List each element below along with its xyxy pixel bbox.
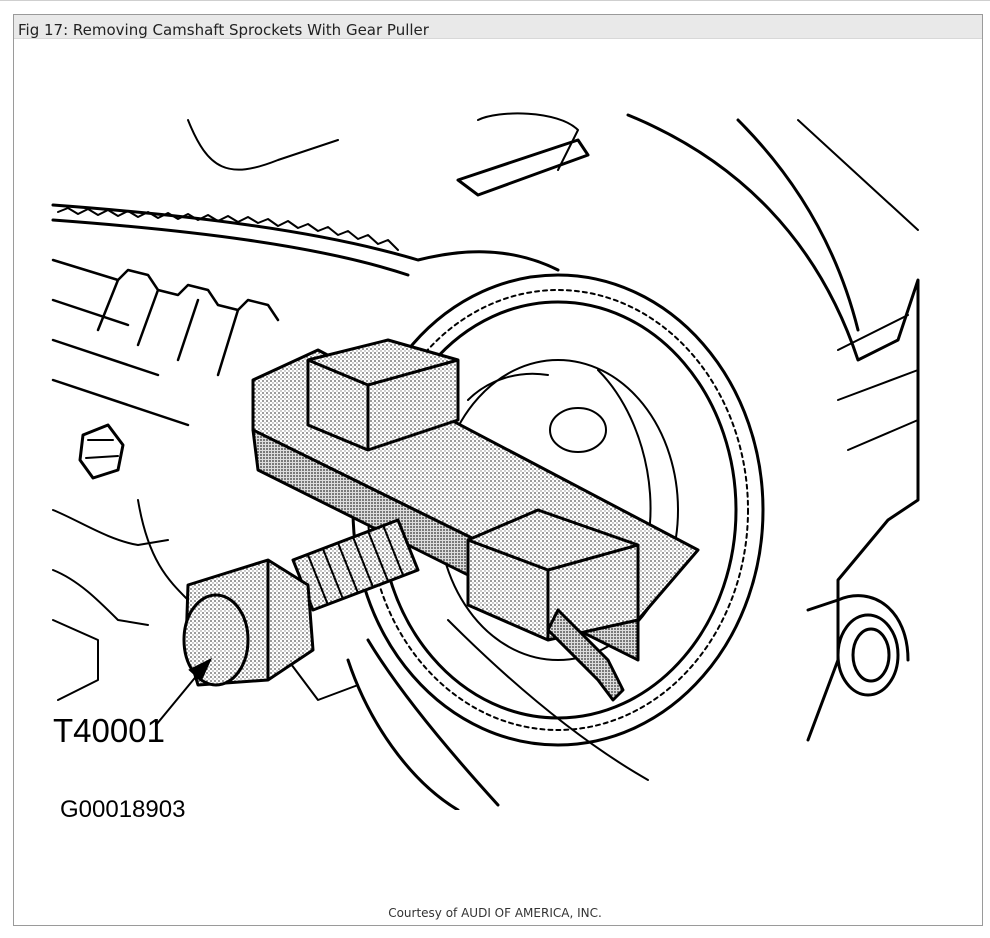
mount-boss [836,613,900,697]
figure-title: Fig 17: Removing Camshaft Sprockets With… [18,21,429,39]
tool-label: T40001 [53,712,165,749]
camshaft-sprocket-illustration [51,112,920,810]
gear-rack [51,258,280,427]
reference-code: G00018903 [60,796,186,823]
puller-upper-jaw [306,338,460,452]
figure-title-bar: Fig 17: Removing Camshaft Sprockets With… [14,15,982,39]
gear-puller-tool [182,338,700,702]
credit-line: Courtesy of AUDI OF AMERICA, INC. [388,906,602,920]
tool-pointer-arrow [155,657,213,726]
top-bracket [456,138,590,197]
timing-belt-top [51,203,560,272]
lower-tube [346,658,460,810]
puller-spindle [546,608,625,702]
left-bolt [78,423,125,480]
top-border-line [0,0,990,1]
housing-inner-line [736,118,860,332]
engine-housing [626,113,920,742]
puller-lower-jaw [466,508,640,642]
